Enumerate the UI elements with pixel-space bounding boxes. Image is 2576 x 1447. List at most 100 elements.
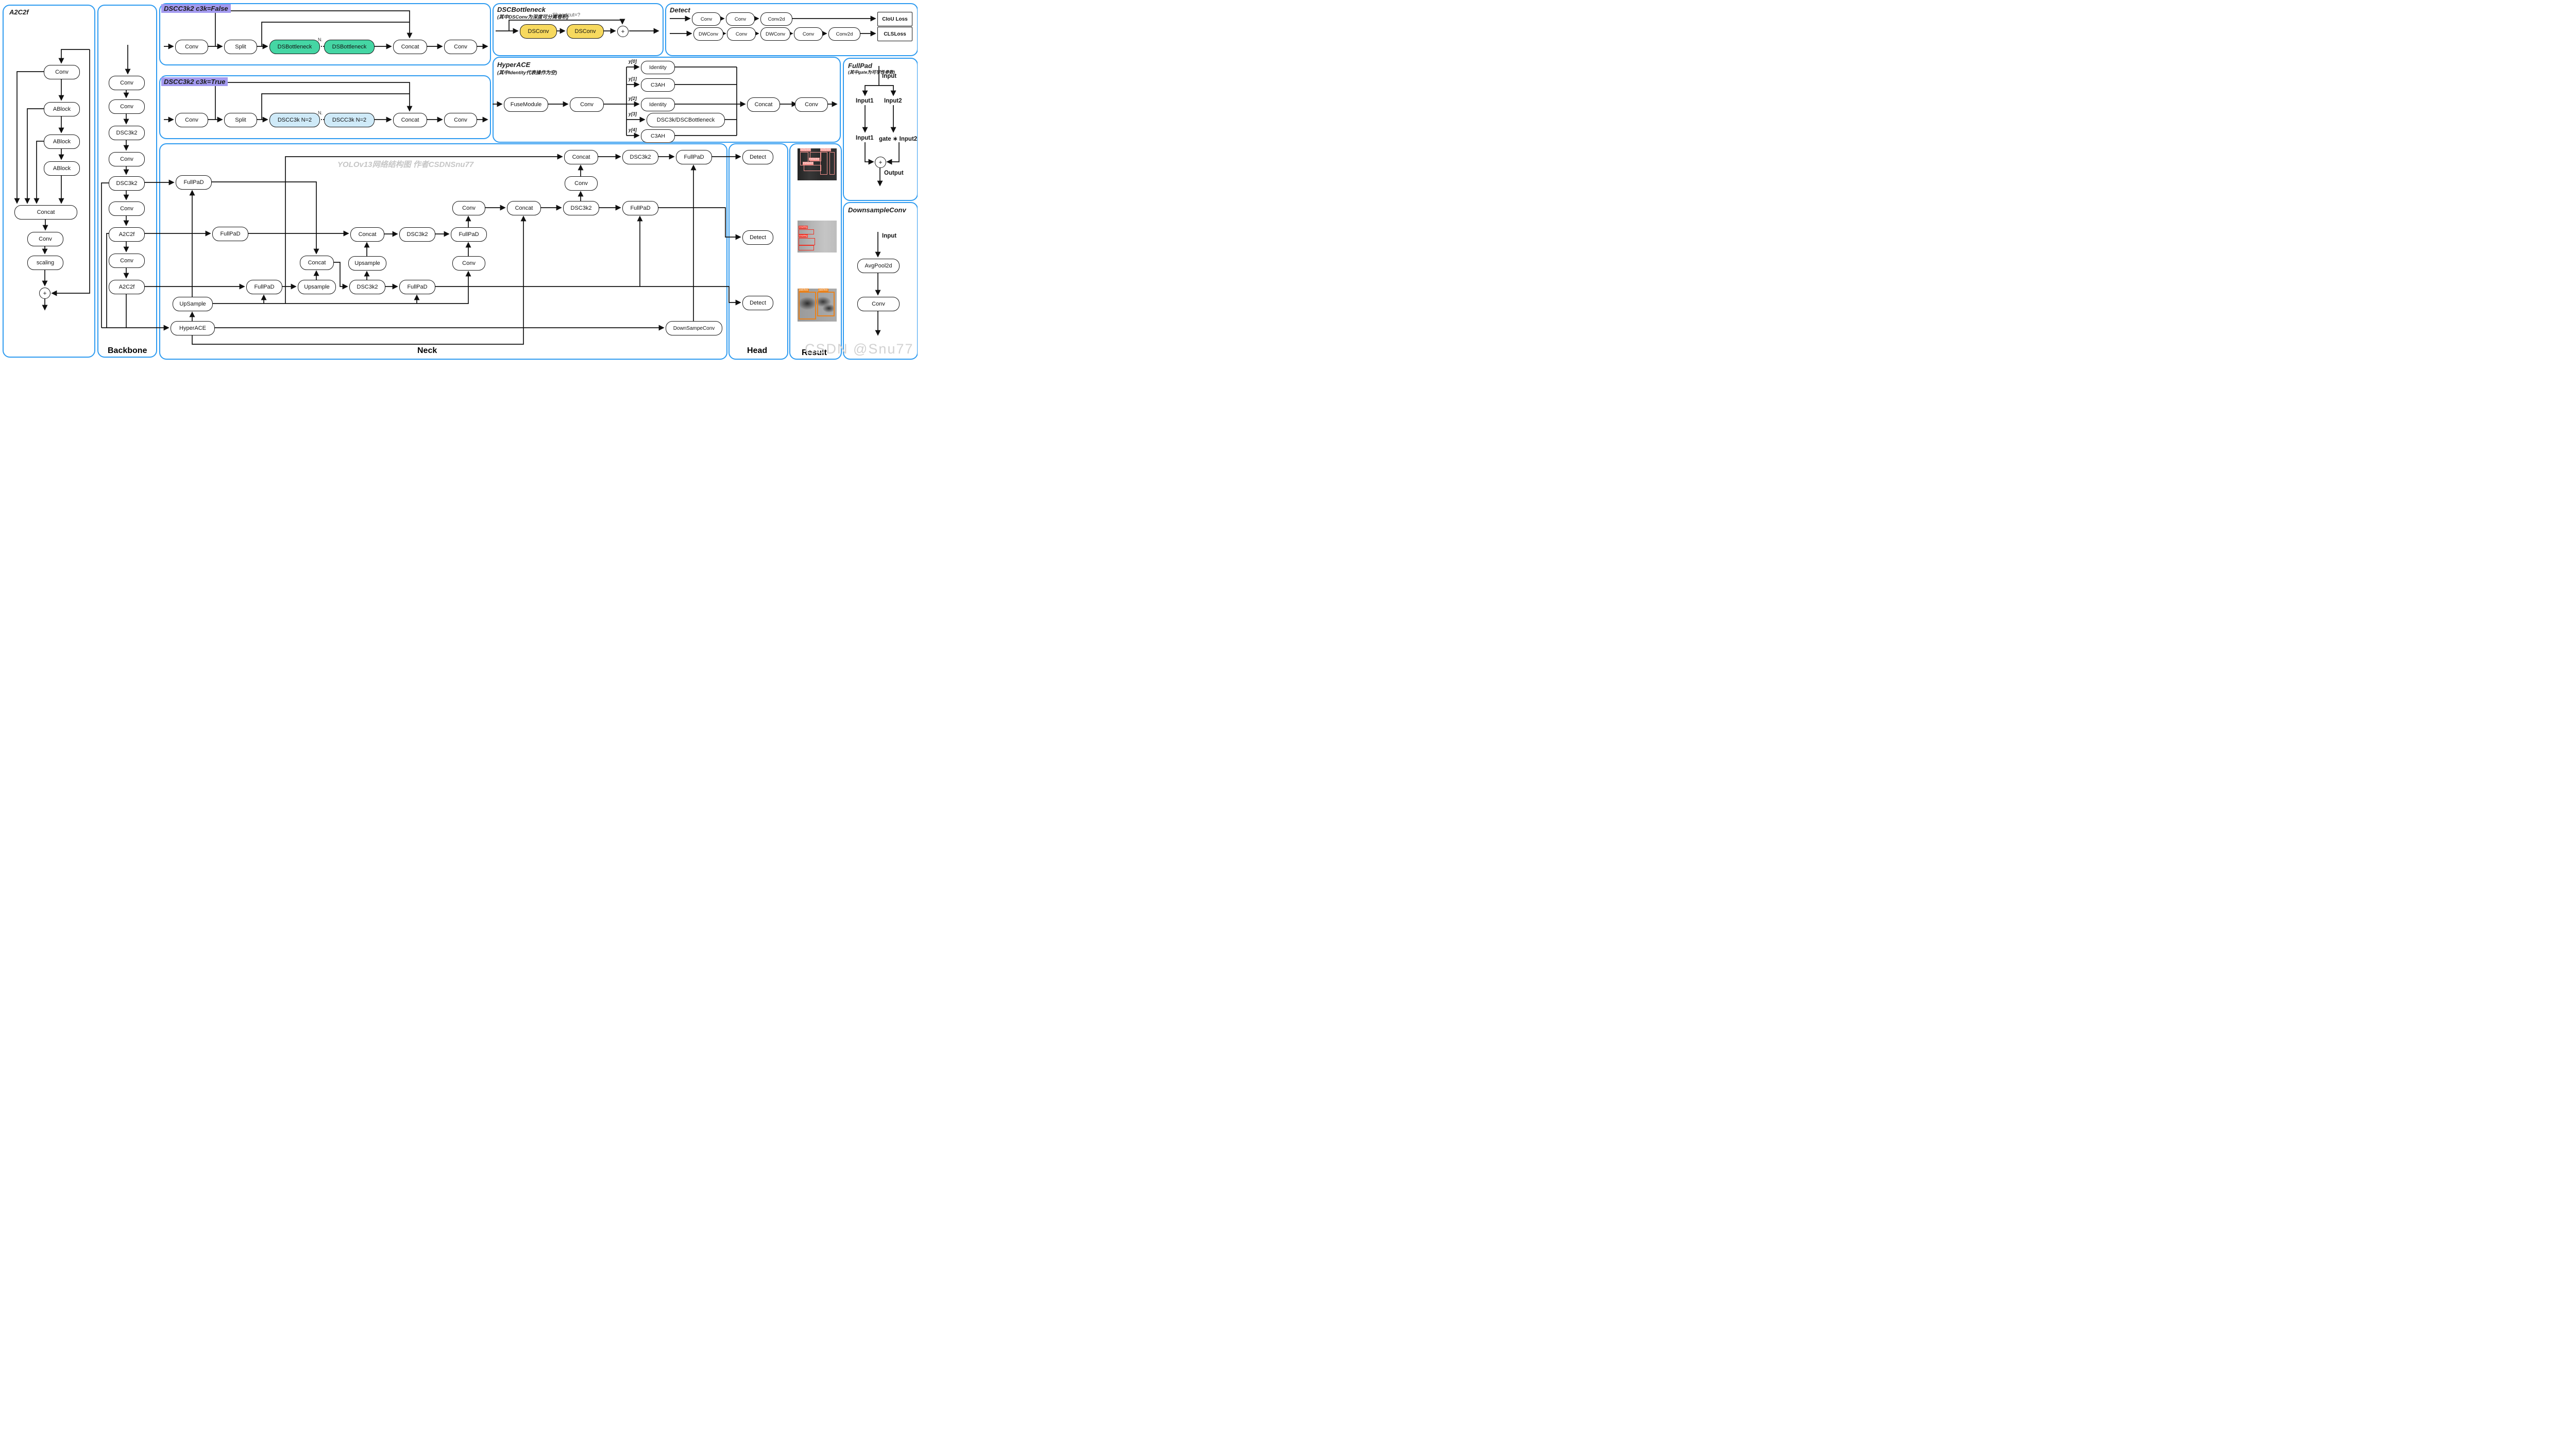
panel-a2c2f — [3, 5, 95, 358]
node-hyperace-conv-in: Conv — [570, 97, 604, 112]
node-f-dsbottleneck-2: DSBottleneck — [324, 40, 375, 54]
node-neck-fullpad-b2: FullPaD — [622, 201, 658, 215]
node-neck-conv-pc: Conv — [565, 176, 598, 191]
node-neck-fullpad-b: FullPaD — [212, 227, 248, 241]
result-image-crazing: crazing crazing — [798, 221, 837, 253]
node-neck-fullpad-c: FullPaD — [246, 280, 282, 294]
node-neck-concat-b: Concat — [507, 201, 541, 215]
detection-label: patches — [818, 289, 828, 292]
detection-box — [799, 229, 814, 234]
result-label: Result — [802, 348, 827, 357]
node-a2c2f-ablock2: ABlock — [44, 134, 80, 149]
node-dsc3k-dscbottleneck: DSC3k/DSCBottleneck — [647, 113, 725, 127]
node-a2c2f-ablock3: ABlock — [44, 161, 80, 176]
node-t-split: Split — [224, 113, 257, 127]
detection-box — [799, 238, 815, 245]
detection-label: crazing — [799, 226, 808, 229]
node-det-conv2d-2: Conv2d — [828, 27, 860, 41]
detection-label: inclusion — [809, 158, 820, 161]
node-neck-conv-b: Conv — [452, 201, 485, 215]
node-neck-downsampeconv: DownSampeConv — [666, 321, 722, 335]
node-a2c2f-scaling: scaling — [27, 256, 63, 270]
t-repeat-label: N. — [318, 110, 323, 115]
panel-head — [728, 143, 788, 360]
head-label: Head — [747, 346, 768, 355]
downsampleconv-title: DownsampleConv — [848, 206, 906, 214]
node-neck-upsample-b: Upsample — [298, 280, 336, 294]
branch-label-y0: y[0] — [629, 59, 637, 64]
watermark-corner: CSDN @Snu77 — [805, 341, 914, 357]
detection-label: inclusion — [803, 162, 814, 165]
node-neck-hyperace: HyperACE — [171, 321, 215, 335]
node-backbone-a2c2f-2: A2C2f — [109, 280, 145, 294]
node-det-conv3: Conv — [727, 27, 756, 41]
node-a2c2f-conv1: Conv — [44, 65, 80, 79]
fullpad-input2-label: Input2 — [884, 98, 902, 104]
a2c2f-title: A2C2f — [9, 8, 29, 16]
dscbottleneck-title: DSCBottleneck — [497, 6, 546, 13]
fullpad-subtitle: (其中gate为可学性参数) — [848, 70, 895, 75]
node-neck-concat-u: Concat — [300, 256, 334, 270]
node-backbone-conv1: Conv — [109, 76, 145, 90]
node-backbone-dsc3k2-1: DSC3k2 — [109, 126, 145, 140]
node-identity-2: Identity — [641, 98, 675, 111]
node-det-conv2d-1: Conv2d — [760, 12, 792, 26]
node-ciou-loss: CIoU Loss — [877, 12, 912, 26]
node-det-conv4: Conv — [794, 27, 823, 41]
node-neck-dsc3k2-l: DSC3k2 — [349, 280, 385, 294]
node-dsconv-1: DSConv — [520, 24, 557, 39]
node-neck-upsample-s: UpSample — [173, 297, 213, 311]
detection-box — [799, 245, 814, 250]
add-icon: + — [875, 157, 886, 168]
node-t-conv-out: Conv — [444, 113, 477, 127]
node-t-concat: Concat — [393, 113, 427, 127]
branch-label-y1: y[1] — [629, 76, 637, 81]
node-f-dsbottleneck-1: DSBottleneck — [269, 40, 320, 54]
dsconv-input-label: Input — [882, 233, 897, 239]
panel-detect — [665, 3, 918, 56]
node-cls-loss: CLSLoss — [877, 27, 912, 41]
detection-label: inclusion — [820, 148, 832, 152]
branch-label-y4: y[4] — [629, 127, 637, 132]
node-t-conv-in: Conv — [175, 113, 208, 127]
node-c3ah-1: C3AH — [641, 78, 675, 92]
node-f-conv-out: Conv — [444, 40, 477, 54]
node-neck-fullpad-e: FullPaD — [451, 227, 487, 242]
backbone-input-image — [109, 11, 147, 44]
node-head-detect-3: Detect — [742, 296, 773, 310]
node-identity-0: Identity — [641, 61, 675, 74]
panel-dscc3k2-false — [159, 3, 491, 65]
node-t-dscc3k-2: DSCC3k N=2 — [324, 113, 375, 127]
node-hyperace-conv-out: Conv — [795, 97, 828, 112]
node-a2c2f-conv2: Conv — [27, 232, 63, 246]
node-dsconv-conv: Conv — [857, 297, 900, 311]
node-a2c2f-ablock1: ABlock — [44, 102, 80, 116]
node-head-detect-2: Detect — [742, 230, 773, 245]
node-neck-dsc3k2-b: DSC3k2 — [563, 201, 599, 215]
node-t-dscc3k-1: DSCC3k N=2 — [269, 113, 320, 127]
node-neck-upsample-m: Upsample — [348, 256, 386, 271]
node-det-dwconv1: DWConv — [693, 27, 723, 41]
node-neck-dsc3k2-m: DSC3k2 — [399, 227, 435, 242]
detection-label: patches — [799, 289, 809, 292]
detection-box — [829, 152, 835, 175]
node-det-conv2: Conv — [726, 12, 755, 26]
node-neck-concat-m: Concat — [350, 227, 384, 242]
node-neck-concat-a: Concat — [564, 150, 598, 164]
node-neck-dsc3k2-a: DSC3k2 — [622, 150, 658, 164]
node-hyperace-concat: Concat — [747, 97, 780, 112]
node-f-conv-in: Conv — [175, 40, 208, 54]
dscbottleneck-subtitle: (其中DSConv为深度可分离卷积) — [497, 14, 569, 20]
detection-box — [820, 152, 827, 175]
node-c3ah-4: C3AH — [641, 129, 675, 143]
neck-label: Neck — [417, 346, 437, 355]
dscc3k2-false-title: DSCC3k2 c3k=False — [161, 4, 231, 13]
result-image-inclusion: inclusion inclusion inclusion inclusion — [798, 148, 837, 180]
node-backbone-conv2: Conv — [109, 99, 145, 114]
node-a2c2f-concat: Concat — [14, 205, 77, 220]
f-repeat-label: N. — [318, 37, 323, 42]
node-f-concat: Concat — [393, 40, 427, 54]
backbone-label: Backbone — [108, 346, 147, 355]
node-f-split: Split — [224, 40, 257, 54]
detect-panel-title: Detect — [670, 6, 690, 14]
